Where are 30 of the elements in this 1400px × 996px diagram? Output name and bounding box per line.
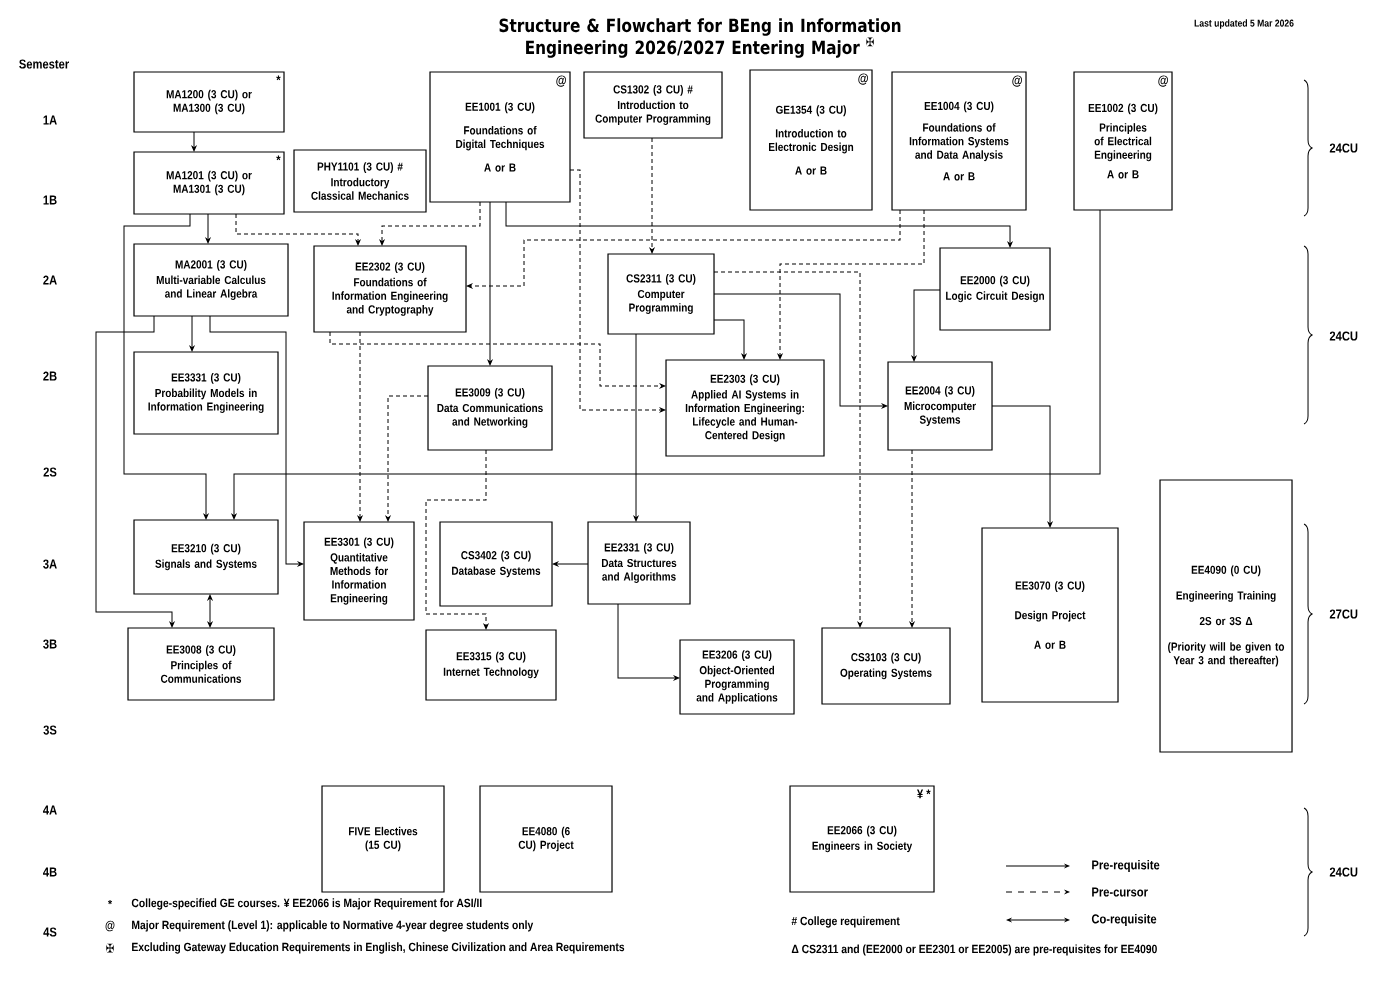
- arrow: [357, 331, 363, 522]
- arrow: [205, 213, 211, 244]
- arrow: [552, 561, 589, 567]
- arrow: [123, 213, 209, 520]
- arrow: [191, 131, 197, 152]
- arrow: [329, 331, 666, 389]
- arrow: [617, 603, 680, 681]
- arrow: [911, 289, 941, 362]
- arrow: [713, 319, 747, 360]
- arrow: [95, 315, 175, 628]
- arrow: [235, 213, 361, 246]
- arrow: [649, 137, 655, 254]
- arrow: [487, 201, 493, 366]
- title: Structure & Flowchart for BEng in Information Engineering 2026/2027 Entering Major $^{✠}$: [499, 18, 901, 58]
- arrow: [209, 315, 304, 567]
- arrow: [385, 395, 429, 522]
- arrow: [466, 209, 901, 289]
- arrow: [505, 201, 1013, 248]
- arrow: [379, 201, 481, 246]
- arrow: [231, 209, 1101, 520]
- arrow: [207, 594, 213, 628]
- arrow: [713, 271, 863, 628]
- arrow: [425, 449, 489, 630]
- arrow: [569, 169, 666, 413]
- arrow: [633, 333, 639, 522]
- arrow: [909, 449, 915, 628]
- arrow: [713, 293, 888, 409]
- arrow: [991, 405, 1053, 528]
- arrow: [777, 209, 925, 360]
- arrow: [189, 315, 195, 352]
